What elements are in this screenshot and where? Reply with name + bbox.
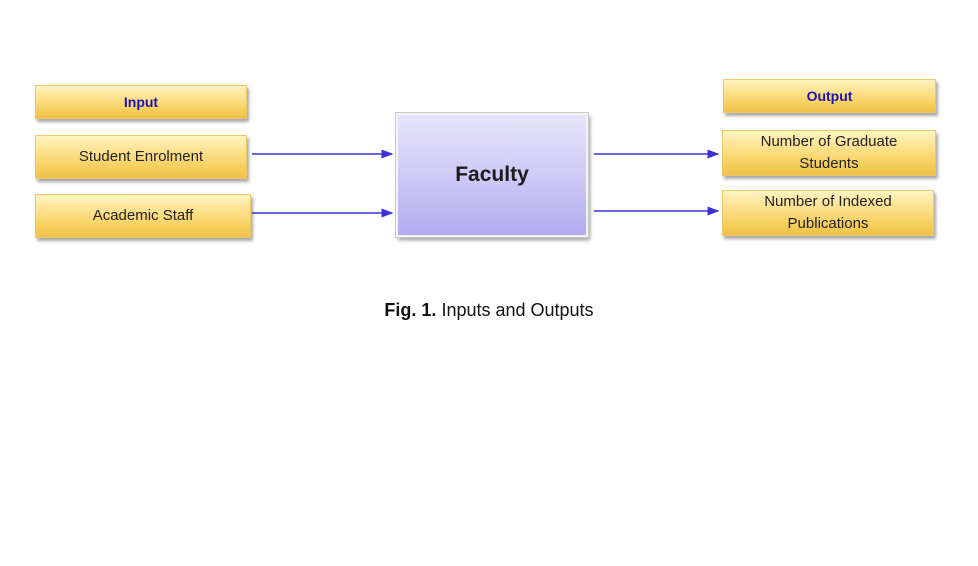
- faculty-label: Faculty: [455, 163, 529, 186]
- output-box-graduate-students: Number of Graduate Students: [722, 130, 936, 176]
- output-header-box: Output: [723, 79, 936, 113]
- output-label-graduate-line2: Students: [799, 155, 859, 172]
- caption-prefix: Fig. 1.: [384, 300, 437, 320]
- input-box-student-enrolment: Student Enrolment: [35, 135, 247, 179]
- output-label-publications-line2: Publications: [787, 215, 869, 232]
- figure-caption: Fig. 1. Inputs and Outputs: [0, 300, 978, 321]
- output-header-label: Output: [806, 88, 853, 104]
- input-label-academic-staff: Academic Staff: [92, 207, 194, 224]
- input-header-box: Input: [35, 85, 247, 119]
- input-header-label: Input: [123, 94, 159, 110]
- output-label-publications-line1: Number of Indexed: [764, 193, 892, 210]
- caption-text: Inputs and Outputs: [441, 300, 594, 320]
- input-box-academic-staff: Academic Staff: [35, 194, 251, 238]
- output-box-indexed-publications: Number of Indexed Publications: [722, 190, 934, 236]
- output-label-graduate-line1: Number of Graduate: [760, 133, 898, 150]
- faculty-process-box: Faculty: [395, 112, 589, 238]
- input-label-student-enrolment: Student Enrolment: [78, 148, 204, 165]
